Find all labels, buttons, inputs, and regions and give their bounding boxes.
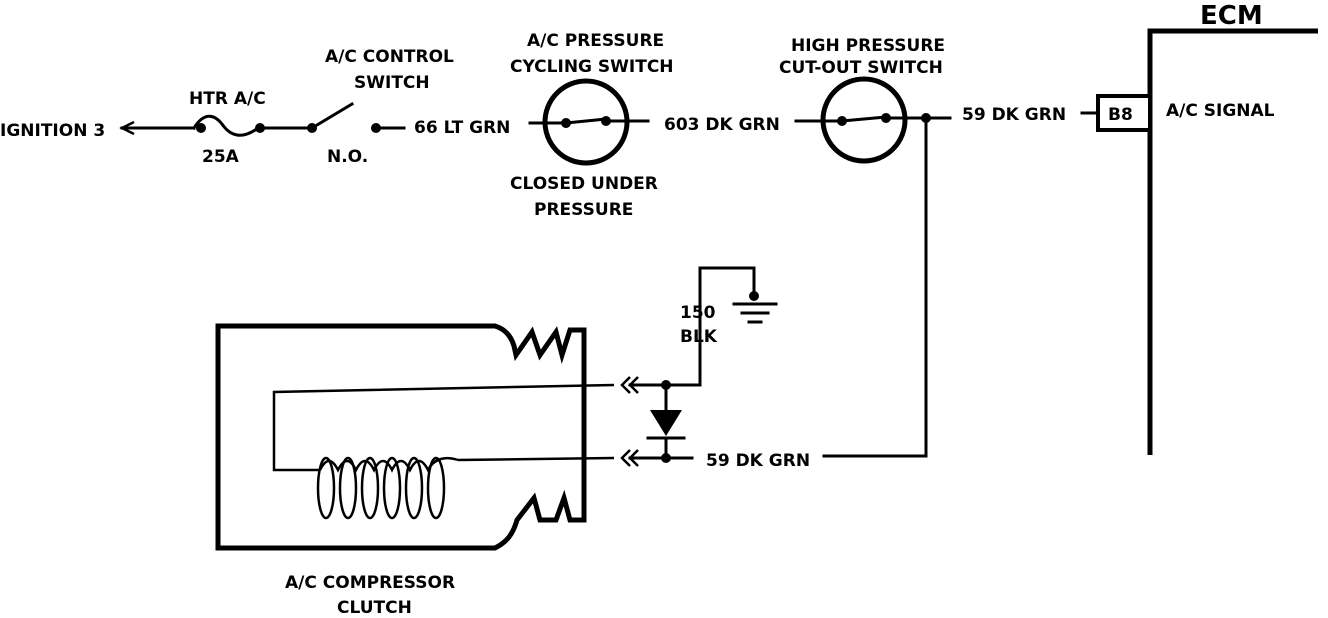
cycling-switch-label-line1: A/C PRESSURE	[527, 31, 664, 51]
hp-switch-blade-icon	[840, 115, 888, 123]
ecm-signal-label: A/C SIGNAL	[1166, 101, 1275, 121]
ignition-label: IGNITION 3	[0, 121, 105, 141]
hp-switch-label-line1: HIGH PRESSURE	[791, 36, 945, 56]
wire-150-color-label: BLK	[680, 327, 718, 347]
ecm-module: ECM B8 A/C SIGNAL	[1096, 1, 1318, 455]
cycling-note-line2: PRESSURE	[534, 200, 633, 220]
diode-icon	[650, 410, 682, 436]
wire-603-label: 603 DK GRN	[664, 115, 780, 135]
clutch-label-line2: CLUTCH	[337, 598, 412, 618]
cycling-note-line1: CLOSED UNDER	[510, 174, 658, 194]
hp-switch-housing-icon	[820, 76, 908, 164]
wire-59-bottom-label: 59 DK GRN	[706, 451, 810, 471]
wire-150-number-label: 150	[680, 303, 716, 323]
cycling-switch-label-line2: CYCLING SWITCH	[510, 57, 674, 77]
wire-603: 603 DK GRN	[664, 115, 844, 135]
clutch-coil-icon	[316, 456, 459, 520]
clutch-connector-top-icon	[620, 376, 639, 394]
control-switch-label-line2: SWITCH	[354, 73, 430, 93]
control-switch-label-line1: A/C CONTROL	[325, 47, 454, 67]
clutch-connector-bottom-icon	[620, 449, 639, 467]
clutch-coil-lead-top	[272, 383, 615, 472]
control-switch-state-label: N.O.	[327, 147, 368, 167]
cycling-switch-blade-icon	[564, 117, 608, 125]
clutch-label-line1: A/C COMPRESSOR	[285, 573, 455, 593]
wire-59-top: 59 DK GRN	[962, 105, 1100, 125]
ecm-pin-label: B8	[1108, 105, 1133, 125]
ecm-label: ECM	[1200, 1, 1263, 31]
wire-66: 66 LT GRN	[374, 118, 568, 138]
hp-switch-label-line2: CUT-OUT SWITCH	[779, 58, 943, 78]
clutch-coil-lead-bottom	[457, 456, 615, 462]
compressor-clutch: A/C COMPRESSOR CLUTCH	[215, 323, 615, 618]
clamping-diode	[628, 380, 686, 463]
ecm-boundary	[1147, 28, 1318, 455]
ac-pressure-cycling-switch: A/C PRESSURE CYCLING SWITCH CLOSED UNDER…	[510, 31, 674, 220]
clutch-housing-icon	[215, 323, 587, 551]
fuse-rating-label: 25A	[202, 147, 240, 167]
ecm-pin-box	[1096, 94, 1152, 132]
fuse-name-label: HTR A/C	[189, 89, 266, 109]
fuse-icon	[191, 114, 261, 137]
wire-66-label: 66 LT GRN	[414, 118, 510, 138]
control-switch-blade-icon	[309, 101, 355, 131]
high-pressure-cutout-switch: HIGH PRESSURE CUT-OUT SWITCH	[779, 36, 952, 164]
fuse-terminal-left	[196, 123, 206, 133]
ignition-feed: IGNITION 3	[0, 120, 196, 141]
wire-59-top-label: 59 DK GRN	[962, 105, 1066, 125]
ground-circuit: 150 BLK	[664, 266, 778, 387]
fuse-htr-ac: HTR A/C 25A	[189, 89, 266, 167]
wire-59-vertical: 59 DK GRN	[664, 116, 928, 471]
ac-control-switch: A/C CONTROL SWITCH N.O.	[258, 47, 454, 167]
